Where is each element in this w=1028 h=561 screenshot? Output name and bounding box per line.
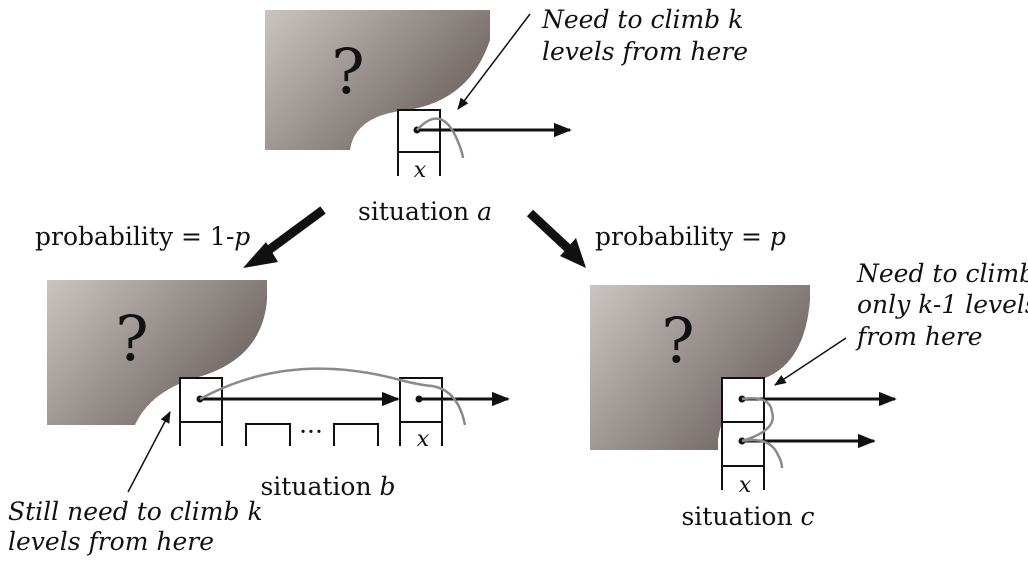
note-b-line1: Still need to climb k	[8, 497, 263, 526]
branch-right: probability = p	[526, 209, 786, 268]
node-label-a: x	[414, 158, 427, 183]
question-mark-b: ?	[115, 302, 148, 375]
note-pointer-c	[773, 337, 847, 386]
probability-right: probability = p	[595, 222, 786, 251]
note-a-line1: Need to climb k	[541, 5, 743, 34]
search-path-c	[741, 397, 784, 469]
probability-left: probability = 1-p	[35, 222, 250, 251]
note-a-line2: levels from here	[542, 37, 748, 66]
node-b-short-1	[245, 423, 291, 446]
note-c-line3: from here	[855, 322, 983, 351]
node-b-short-2	[333, 423, 379, 446]
unknown-region-b	[47, 280, 267, 425]
caption-a: situation a	[358, 197, 492, 226]
ellipsis-b: ···	[299, 417, 323, 446]
note-c-line1: Need to climb	[856, 259, 1028, 288]
note-c-line2: only k-1 levels	[857, 290, 1028, 319]
node-label-c: x	[739, 473, 752, 498]
situation-b: ? ··· x Still need to climb k levels fro…	[8, 280, 510, 556]
note-pointer-b	[127, 410, 171, 493]
note-b-line2: levels from here	[8, 527, 214, 556]
unknown-region-a	[265, 10, 490, 150]
situation-a: ? x Need to climb k levels from here sit…	[265, 5, 748, 226]
situation-c: ? x Need to climb only k-1 levels from h…	[590, 259, 1028, 531]
branch-left: probability = 1-p	[35, 206, 326, 268]
search-path-a	[416, 117, 465, 159]
question-mark-a: ?	[331, 35, 364, 108]
node-label-b: x	[417, 427, 430, 452]
search-path-b	[199, 367, 467, 426]
note-pointer-a	[457, 13, 531, 110]
unknown-region-c	[590, 285, 810, 450]
caption-b: situation b	[260, 472, 395, 501]
question-mark-c: ?	[661, 304, 694, 377]
caption-c: situation c	[681, 502, 814, 531]
